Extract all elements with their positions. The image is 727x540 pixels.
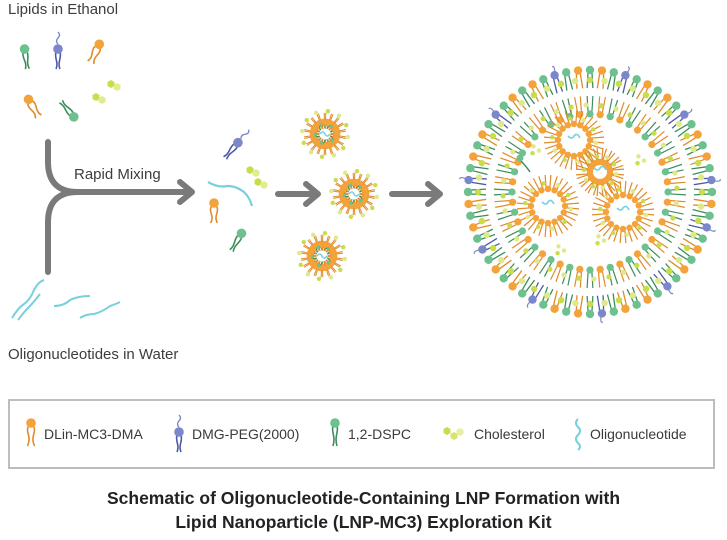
legend-label: DLin-MC3-DMA xyxy=(44,426,143,442)
lipid-nanoparticle xyxy=(459,65,721,323)
legend-item-dmg-peg: DMG-PEG(2000) xyxy=(172,401,299,467)
dspc-lipid-icon xyxy=(330,418,340,447)
caption-line-1: Schematic of Oligonucleotide-Containing … xyxy=(106,488,621,508)
mixing-junction-arrow xyxy=(45,139,195,275)
dmg-peg-lipid-icon xyxy=(174,414,184,453)
legend-label: Oligonucleotide xyxy=(590,426,687,442)
legend-label: DMG-PEG(2000) xyxy=(192,426,300,442)
legend-item-dlin-mc3-dma: DLin-MC3-DMA xyxy=(24,401,143,467)
mixed-components xyxy=(207,125,268,254)
intermediate-particles xyxy=(296,108,380,282)
legend-label: Cholesterol xyxy=(474,426,545,442)
cholesterol-icon xyxy=(443,427,464,440)
legend-item-oligonucleotide: Oligonucleotide xyxy=(572,401,687,467)
legend-item-cholesterol: Cholesterol xyxy=(442,401,545,467)
rapid-mixing-label: Rapid Mixing xyxy=(74,166,161,183)
lnp-formation-diagram xyxy=(11,31,721,323)
legend-item-dspc: 1,2-DSPC xyxy=(328,401,411,467)
legend-label: 1,2-DSPC xyxy=(348,426,412,442)
caption-line-2: Lipid Nanoparticle (LNP-MC3) Exploration… xyxy=(175,512,552,532)
free-oligonucleotides xyxy=(11,279,121,321)
free-lipids-cluster xyxy=(18,31,121,125)
lipids-in-ethanol-label: Lipids in Ethanol xyxy=(8,1,119,18)
legend: DLin-MC3-DMA DMG-PEG(2000) 1,2-DSPC Chol… xyxy=(8,399,715,469)
stage-arrows xyxy=(275,181,443,207)
oligonucleotides-in-water-label: Oligonucleotides in Water xyxy=(8,346,179,363)
oligonucleotide-icon xyxy=(575,418,581,451)
dlin-mc3-dma-lipid-icon xyxy=(26,418,36,447)
